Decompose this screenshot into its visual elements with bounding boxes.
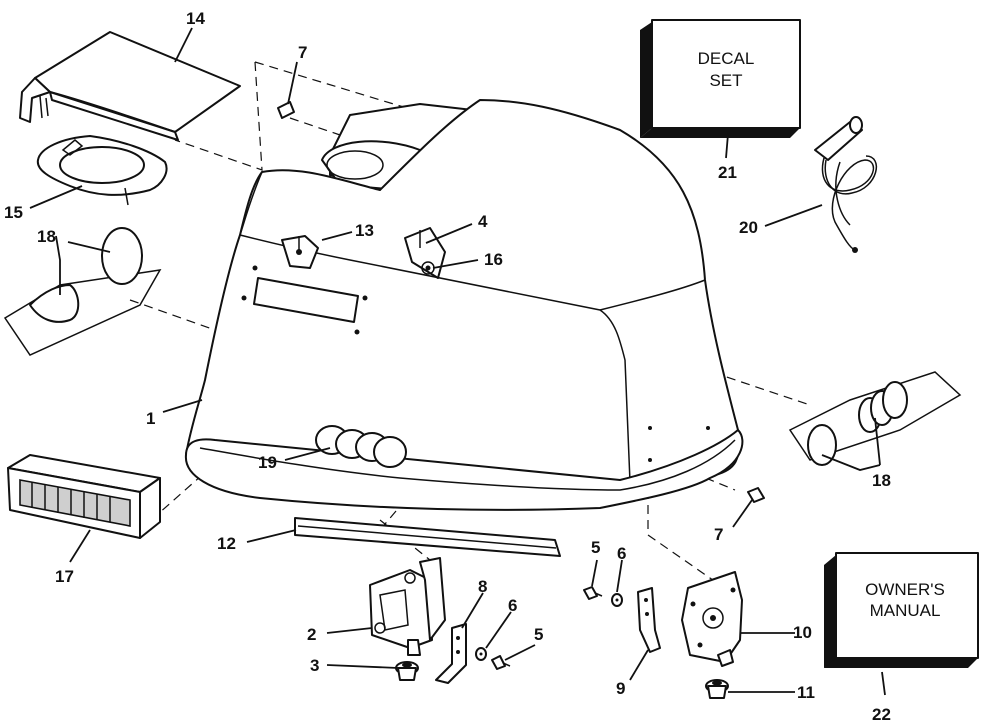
callout-17: 17 bbox=[55, 567, 74, 586]
callout-4: 4 bbox=[478, 212, 488, 231]
callout-5-left: 5 bbox=[534, 625, 543, 644]
callout-10: 10 bbox=[793, 623, 812, 642]
part-9-bracket bbox=[637, 587, 661, 653]
part-6-washers bbox=[475, 593, 623, 661]
part-4-16-bracket bbox=[404, 227, 446, 279]
decal-set-label-line1: DECAL bbox=[698, 49, 755, 68]
part-3-knob bbox=[395, 661, 419, 681]
leader-lines bbox=[29, 27, 886, 696]
callout-18-right: 18 bbox=[872, 471, 891, 490]
owners-manual-label-line1: OWNER'S bbox=[865, 580, 945, 599]
part-18-left-decals bbox=[3, 227, 162, 356]
callout-13: 13 bbox=[355, 221, 374, 240]
callout-labels: 14 7 15 18 13 4 16 1 19 17 12 2 3 8 6 5 … bbox=[4, 9, 891, 724]
callout-8: 8 bbox=[478, 577, 487, 596]
part-17-intake-grill bbox=[7, 454, 161, 539]
callout-7-top: 7 bbox=[298, 43, 307, 62]
callout-9: 9 bbox=[616, 679, 625, 698]
part-11-knob bbox=[705, 679, 729, 699]
part-21-decal-set-box: DECAL SET bbox=[640, 19, 801, 138]
callout-11: 11 bbox=[797, 683, 815, 702]
callout-5-right: 5 bbox=[591, 538, 600, 557]
callout-20: 20 bbox=[739, 218, 758, 237]
part-2-latch bbox=[369, 557, 446, 656]
part-19-decals bbox=[315, 425, 407, 468]
callout-19: 19 bbox=[258, 453, 277, 472]
decal-set-label-line2: SET bbox=[709, 71, 742, 90]
part-10-latch-plate bbox=[681, 571, 743, 667]
part-12-seal-strip bbox=[294, 517, 561, 557]
part-14-cover-lid bbox=[19, 31, 241, 141]
callout-2: 2 bbox=[307, 625, 316, 644]
callout-12: 12 bbox=[217, 534, 236, 553]
callout-18-left: 18 bbox=[37, 227, 56, 246]
part-7-screws bbox=[277, 101, 765, 503]
part-22-owners-manual-box: OWNER'S MANUAL bbox=[824, 552, 979, 668]
callout-6-right: 6 bbox=[617, 544, 626, 563]
callout-6-left: 6 bbox=[508, 596, 517, 615]
part-15-gasket-frame bbox=[36, 135, 168, 206]
engine-cover bbox=[184, 99, 744, 511]
callout-7-right: 7 bbox=[714, 525, 723, 544]
callout-15: 15 bbox=[4, 203, 23, 222]
callout-14: 14 bbox=[186, 9, 205, 28]
part-20-cable bbox=[814, 116, 877, 253]
callout-1: 1 bbox=[146, 409, 155, 428]
callout-22: 22 bbox=[872, 705, 891, 724]
part-13-bracket bbox=[281, 235, 319, 269]
owners-manual-label-line2: MANUAL bbox=[870, 601, 941, 620]
callout-21: 21 bbox=[718, 163, 737, 182]
part-8-bracket bbox=[435, 623, 467, 684]
callout-3: 3 bbox=[310, 656, 319, 675]
callout-16: 16 bbox=[484, 250, 503, 269]
part-5-screws bbox=[491, 586, 603, 670]
